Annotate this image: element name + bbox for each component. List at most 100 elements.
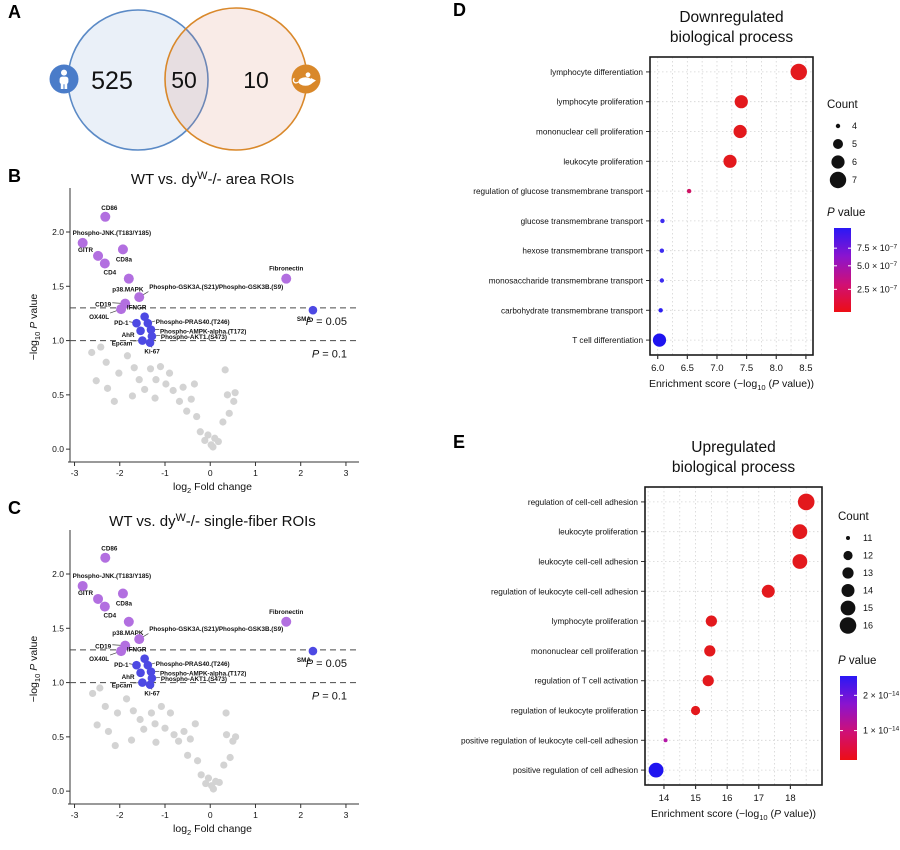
gradient-bar	[840, 676, 857, 760]
data-point	[219, 418, 227, 426]
data-point	[223, 391, 232, 399]
point-label: SMA	[297, 657, 311, 664]
data-point	[88, 348, 96, 357]
legend-size-label: 13	[863, 568, 873, 578]
chart-title: biological process	[672, 459, 795, 476]
point-label: IFNGR	[127, 647, 147, 654]
data-point	[132, 660, 141, 670]
x-tick-label: 18	[785, 793, 796, 804]
category-label: regulation of glucose transmembrane tran…	[473, 187, 643, 196]
data-point	[187, 395, 195, 403]
legend-size-label: 14	[863, 586, 873, 596]
point-label: Phospho-AKT1.(S473)	[161, 676, 227, 683]
point-label: CD8a	[116, 256, 133, 263]
legend-pvalue-title: P value	[838, 655, 876, 667]
data-point	[117, 244, 128, 255]
data-point	[221, 366, 229, 374]
data-point	[145, 680, 155, 690]
x-tick-label: 7.5	[740, 363, 753, 374]
x-tick-label: -3	[71, 468, 79, 478]
data-point	[123, 352, 132, 360]
threshold-label: P = 0.1	[312, 349, 347, 361]
data-point	[702, 675, 714, 687]
data-point	[790, 63, 807, 81]
data-point	[214, 437, 222, 446]
volcano-plot-area-rois: WT vs. dyW-/- area ROIs0.00.51.01.52.0-3…	[28, 170, 359, 495]
point-label: Fibronectin	[269, 609, 303, 616]
data-point	[128, 392, 137, 400]
category-label: lymphocyte differentiation	[550, 68, 643, 77]
point-label: AhR	[122, 674, 135, 681]
data-point	[140, 725, 148, 733]
data-point	[152, 738, 160, 746]
data-point	[143, 318, 153, 328]
y-tick-label: 2.0	[52, 569, 64, 579]
data-point	[659, 248, 665, 253]
data-point	[143, 660, 153, 670]
x-tick-label: -1	[161, 810, 169, 820]
legend-size-label: 5	[852, 139, 857, 149]
point-label: Fibronectin	[269, 266, 303, 273]
data-point	[170, 731, 178, 739]
data-point	[201, 436, 209, 445]
data-point	[147, 673, 157, 683]
data-point	[183, 407, 191, 415]
panel-d-label: D	[453, 0, 466, 20]
point-label: OX40L	[89, 656, 109, 663]
y-tick-label: 1.5	[52, 623, 64, 633]
category-label: glucose transmembrane transport	[521, 217, 644, 226]
data-point	[169, 386, 177, 395]
person-leg	[64, 83, 68, 89]
rows: regulation of cell-cell adhesionleukocyt…	[461, 493, 815, 778]
category-label: lymphocyte proliferation	[552, 617, 639, 626]
x-tick-label: 6.0	[651, 363, 664, 374]
data-point	[93, 250, 104, 261]
x-tick-label: 2	[298, 468, 303, 478]
person-body	[59, 76, 69, 85]
legend-pvalue-title: P value	[827, 207, 865, 219]
legend-size-dot	[839, 617, 857, 634]
gradient-tick-label: 1 × 10−14	[863, 726, 900, 736]
gradient-tick-label: 2.5 × 10−7	[857, 284, 898, 294]
x-tick-label: -1	[161, 468, 169, 478]
legend-size-label: 7	[852, 175, 857, 185]
data-point	[734, 95, 748, 109]
data-point	[165, 369, 174, 377]
legend-size-label: 12	[863, 551, 873, 561]
data-point	[117, 588, 128, 599]
point-label: AhR	[122, 332, 135, 339]
y-tick-label: 1.0	[52, 678, 64, 688]
point-label: CD19	[95, 644, 112, 651]
gradient-bar	[834, 228, 851, 312]
x-tick-label: 8.5	[799, 363, 812, 374]
data-point	[157, 702, 165, 711]
data-point	[101, 702, 109, 711]
mouse-icon	[291, 64, 321, 94]
data-point	[92, 377, 100, 385]
data-point	[733, 124, 747, 139]
data-point	[196, 428, 204, 436]
data-point	[135, 376, 143, 384]
data-point	[209, 443, 217, 451]
x-tick-label: -2	[116, 468, 124, 478]
data-point	[146, 667, 156, 677]
point-label: Ki-67	[144, 691, 160, 698]
data-point	[705, 615, 717, 627]
data-point	[136, 715, 144, 724]
data-point	[166, 709, 175, 717]
x-tick-label: 0	[208, 468, 213, 478]
x-tick-label: 3	[344, 468, 349, 478]
legend-size-label: 11	[863, 533, 872, 543]
category-label: regulation of cell-cell adhesion	[528, 498, 639, 507]
point-label: Phospho-JNK.(T183/Y185)	[73, 573, 151, 580]
y-tick-label: 1.5	[52, 281, 64, 291]
category-label: positive regulation of cell adhesion	[513, 766, 639, 775]
y-tick-label: 0.0	[52, 786, 64, 796]
data-point	[138, 678, 147, 687]
data-point	[281, 273, 292, 284]
